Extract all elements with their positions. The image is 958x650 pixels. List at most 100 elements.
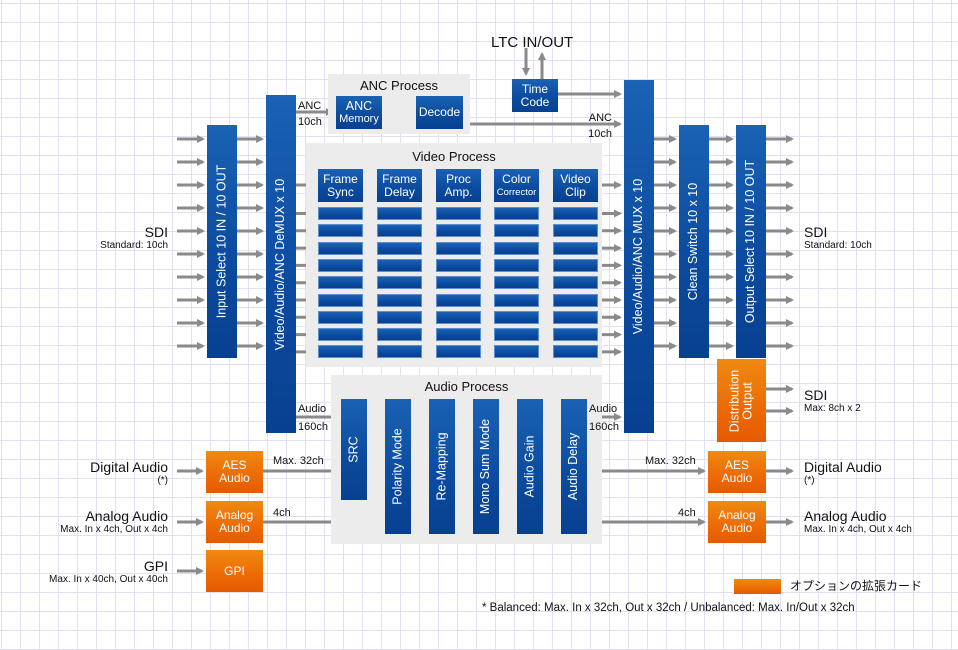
video-channel-block [553, 345, 598, 359]
anc-in-label: ANC 10ch [298, 100, 322, 128]
video-channel-block [377, 241, 422, 255]
aes-in-line1: AES [222, 458, 247, 472]
legend-label: オプションの拡張カード [790, 579, 923, 593]
video-channel-block [436, 258, 481, 272]
audio-block-audio-gain: Audio Gain [517, 399, 543, 534]
anc-in-line1: ANC [298, 100, 322, 112]
video-channel-block [377, 207, 422, 220]
video-channel-block [377, 310, 422, 324]
gpi-card-label: GPI [224, 563, 245, 578]
video-channel-block [494, 345, 539, 359]
distribution-output-block: Distribution Output [717, 359, 766, 442]
video-block-line1: Frame [382, 171, 417, 186]
anc-in-line2: 10ch [298, 116, 322, 128]
aes-audio-out-card: AES Audio [708, 451, 766, 493]
video-block-line2: Clip [565, 184, 586, 199]
analog-out-line2: Audio [721, 521, 753, 535]
video-channel-block [494, 207, 539, 220]
analog-in-line1: Analog [215, 508, 254, 522]
decode-block: Decode [416, 96, 463, 129]
video-channel-block [553, 207, 598, 220]
audio-in-label: Audio 160ch [298, 403, 328, 433]
audio-block-label: Audio Delay [566, 432, 581, 501]
aes-in-line2: Audio [219, 471, 250, 485]
distribution-line2: Output [740, 381, 755, 420]
sdi-input-label: SDI Standard: 10ch [80, 224, 168, 252]
analog-audio-input-sub: Max. In x 4ch, Out x 4ch [60, 524, 168, 535]
video-channel-block [377, 293, 422, 307]
audio-block-re-mapping: Re-Mapping [429, 399, 455, 534]
video-channel-block [436, 276, 481, 290]
video-block-line1: Color [502, 171, 531, 186]
ltc-label: LTC IN/OUT [491, 34, 574, 51]
video-channel-block [318, 224, 363, 238]
audio-out-line1: Audio [589, 403, 618, 415]
video-block-line2: Corrector [496, 186, 537, 198]
sdi-output-sub: Standard: 10ch [804, 240, 872, 251]
audio-block-polarity-mode: Polarity Mode [385, 399, 411, 534]
aes-out-line1: AES [724, 458, 749, 472]
video-channel-block [318, 310, 363, 324]
anc-out-label: ANC 10ch [582, 112, 612, 140]
input-select-label: Input Select 10 IN / 10 OUT [214, 164, 229, 319]
analog-audio-out-card: Analog Audio [708, 501, 766, 543]
digital-audio-input-title: Digital Audio [90, 459, 168, 475]
anc-memory-line2: Memory [339, 112, 379, 125]
clean-switch-block: Clean Switch 10 x 10 [679, 125, 709, 358]
sdi-distribution-label: SDI Max: 8ch x 2 [804, 388, 861, 415]
analog-audio-input-title: Analog Audio [85, 508, 168, 524]
audio-block-label: Re-Mapping [434, 432, 449, 501]
sdi-input-sub: Standard: 10ch [100, 240, 168, 251]
audio-in-line2: 160ch [298, 421, 328, 433]
digital-audio-in-link-label: Max. 32ch [273, 455, 324, 467]
anc-memory-line1: ANC [345, 98, 373, 113]
aes-out-line2: Audio [721, 471, 753, 485]
video-channel-block [494, 276, 539, 290]
video-channel-block [377, 328, 422, 342]
video-channel-block [494, 328, 539, 342]
video-process-title: Video Process [412, 149, 496, 164]
input-select-block: Input Select 10 IN / 10 OUT [207, 125, 237, 358]
distribution-output-text: Distribution Output [728, 369, 755, 432]
anc-process-title: ANC Process [359, 78, 439, 93]
gpi-card: GPI [206, 550, 263, 592]
audio-process-title: Audio Process [424, 379, 509, 394]
audio-block-label: Polarity Mode [390, 428, 405, 505]
decode-label: Decode [418, 105, 461, 119]
anc-out-line1: ANC [588, 112, 612, 124]
video-channel-block [494, 293, 539, 307]
video-channel-block [318, 207, 363, 220]
digital-audio-input-sub: (*) [157, 475, 168, 486]
analog-audio-in-card: Analog Audio [206, 501, 263, 543]
time-code-block: Time Code [512, 79, 558, 112]
analog-out-line1: Analog [718, 508, 756, 522]
gpi-input-title: GPI [143, 558, 168, 574]
video-channel-block [494, 224, 539, 238]
output-select-block: Output Select 10 IN / 10 OUT [736, 125, 766, 358]
audio-block-label: SRC [346, 436, 361, 463]
video-channel-block [318, 276, 363, 290]
video-channel-block [553, 224, 598, 238]
sdi-input-title: SDI [144, 224, 168, 240]
digital-audio-output-label: Digital Audio (*) [804, 460, 882, 487]
analog-audio-output-sub: Max. In x 4ch, Out x 4ch [804, 524, 912, 535]
video-channel-block [377, 258, 422, 272]
output-select-label: Output Select 10 IN / 10 OUT [743, 159, 758, 324]
video-block-line2: Delay [384, 184, 415, 199]
gpi-input-label: GPI Max. In x 40ch, Out x 40ch [20, 558, 168, 586]
audio-process-panel: Audio Process [331, 375, 602, 544]
video-channel-block [494, 258, 539, 272]
audio-block-audio-delay: Audio Delay [561, 399, 587, 534]
video-channel-block [436, 207, 481, 220]
video-channel-block [318, 293, 363, 307]
audio-block-src: SRC [341, 399, 367, 500]
video-channel-block [553, 276, 598, 290]
video-channel-block [318, 258, 363, 272]
video-channel-block [377, 224, 422, 238]
audio-block-label: Audio Gain [522, 435, 537, 498]
